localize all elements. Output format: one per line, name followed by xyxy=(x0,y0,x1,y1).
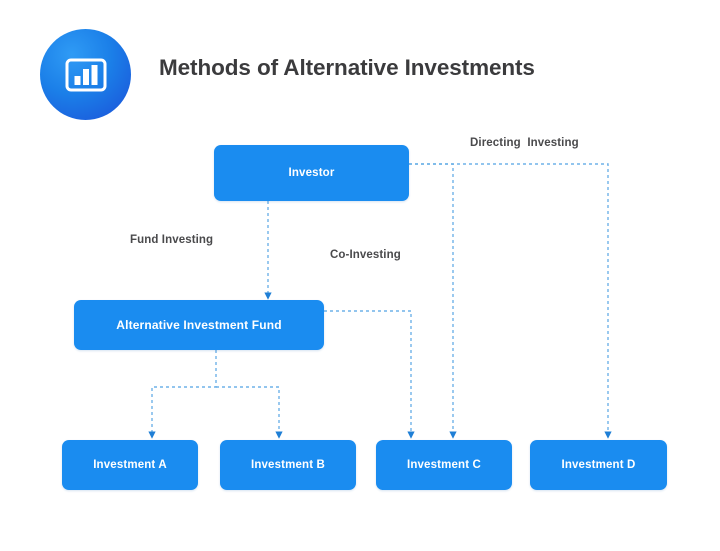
edge-aif-fork xyxy=(148,350,217,439)
edge-aif-to-inv-c xyxy=(324,310,415,439)
edge-label-directing-investing: Directing Investing xyxy=(470,137,579,149)
edge-label-fund-investing: Fund Investing xyxy=(130,234,214,246)
edge-investor-to-inv-d xyxy=(409,163,612,439)
node-investment-c[interactable]: Investment C xyxy=(376,440,512,490)
node-investor[interactable]: Investor xyxy=(214,145,409,201)
page-title: Methods of Alternative Investments xyxy=(159,55,535,80)
edge-label-co-investing: Co-Investing xyxy=(330,249,401,261)
bar-chart-icon xyxy=(40,29,131,120)
edge-aif-to-inv-b xyxy=(216,386,283,439)
node-alternative-investment-fund[interactable]: Alternative Investment Fund xyxy=(74,300,324,350)
node-investment-d[interactable]: Investment D xyxy=(530,440,667,490)
node-investment-b[interactable]: Investment B xyxy=(220,440,356,490)
node-investment-a[interactable]: Investment A xyxy=(62,440,198,490)
edge-investor-to-inv-c xyxy=(409,163,457,439)
